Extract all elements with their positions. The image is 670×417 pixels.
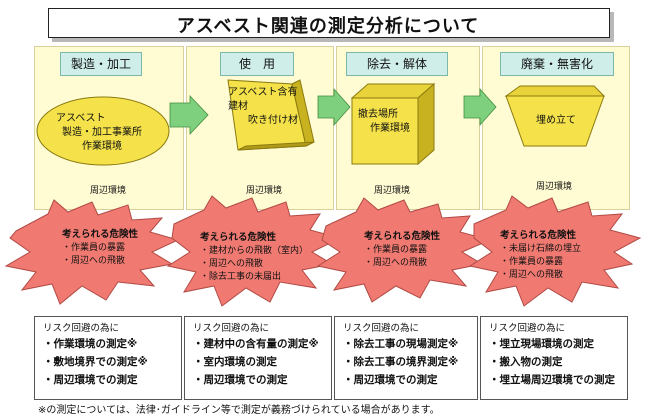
measure-item: ・周辺環境での測定 — [43, 374, 138, 386]
material-label-line: アスベスト含有 — [228, 87, 298, 98]
removal-label-line: 作業環境 — [370, 123, 410, 134]
measure-box-title: リスク回避の為に — [193, 323, 270, 334]
surround-label-2: 周辺環境 — [246, 186, 283, 196]
measure-box-title: リスク回避の為に — [489, 323, 566, 334]
risk-item: ・周辺への飛散 — [200, 259, 264, 269]
factory-label-line: アスベスト — [56, 113, 106, 124]
measure-item: ・埋立場周辺環境での測定 — [489, 374, 615, 386]
risk-text-2: 考えられる危険性 ・建材からの飛散（室内） ・周辺への飛散 ・除去工事の未届出 — [200, 231, 308, 284]
measure-box-1: リスク回避の為に ・作業環境の測定※ ・敷地境界での測定※ ・周辺環境での測定 — [34, 316, 182, 400]
flow-arrow-1 — [169, 94, 209, 136]
factory-label: アスベスト 製造・加工事業所 作業環境 — [56, 112, 156, 154]
risk-burst-2 — [166, 195, 342, 307]
measure-box-title: リスク回避の為に — [43, 323, 120, 334]
stage-header-disposal: 廃棄・無害化 — [500, 52, 614, 76]
risk-title: 考えられる危険性 — [500, 230, 577, 241]
building-material-board — [227, 79, 315, 151]
flow-arrow-3 — [463, 87, 497, 127]
measure-item: ・除去工事の境界測定※ — [343, 356, 459, 368]
risk-item: ・建材からの飛散（室内） — [200, 246, 309, 256]
material-label-line: 吹き付け材 — [248, 115, 298, 126]
factory-ellipse — [36, 96, 170, 166]
measure-item: ・周辺環境での測定 — [343, 374, 438, 386]
measure-item: ・周辺環境での測定 — [193, 374, 288, 386]
risk-item: ・作業員の暴露 — [62, 243, 126, 253]
measure-box-title: リスク回避の為に — [343, 323, 420, 334]
removal-site-cube — [350, 82, 436, 166]
risk-item: ・未届け石綿の埋立 — [500, 244, 582, 254]
stage-header-use: 使 用 — [220, 52, 294, 76]
measure-item: ・作業環境の測定※ — [43, 338, 138, 350]
risk-item: ・周辺への飛散 — [62, 256, 126, 266]
measure-item: ・敷地境界での測定※ — [43, 356, 148, 368]
landfill-trapezoid — [504, 85, 606, 147]
stage-header-removal: 除去・解体 — [346, 52, 448, 76]
risk-text-1: 考えられる危険性 ・作業員の暴露 ・周辺への飛散 — [62, 228, 138, 268]
risk-item: ・周辺への飛散 — [364, 258, 428, 268]
measure-item: ・室内環境の測定 — [193, 356, 277, 368]
factory-label-line: 製造・加工事業所 — [62, 127, 142, 138]
material-label: アスベスト含有 建材 吹き付け材 — [228, 86, 314, 128]
landfill-label: 埋め立て — [536, 115, 576, 126]
stage-header-manufacture: 製造・加工 — [60, 52, 142, 76]
material-label-line: 建材 — [228, 101, 248, 112]
surround-label-1: 周辺環境 — [90, 186, 127, 196]
flow-arrow-2 — [317, 87, 351, 127]
risk-title: 考えられる危険性 — [364, 231, 441, 242]
removal-label: 撤去場所 作業環境 — [358, 108, 428, 136]
measure-item: ・建材中の含有量の測定※ — [193, 338, 319, 350]
surround-label-3: 周辺環境 — [374, 186, 411, 196]
risk-burst-4 — [468, 195, 642, 307]
risk-item: ・作業員の暴露 — [364, 245, 428, 255]
factory-label-line: 作業環境 — [82, 141, 122, 152]
risk-text-3: 考えられる危険性 ・作業員の暴露 ・周辺への飛散 — [364, 230, 440, 270]
measure-box-2: リスク回避の為に ・建材中の含有量の測定※ ・室内環境の測定 ・周辺環境での測定 — [184, 316, 332, 400]
risk-item: ・除去工事の未届出 — [200, 272, 282, 282]
measure-item: ・埋立現場環境の測定 — [489, 338, 594, 350]
measure-item: ・搬入物の測定 — [489, 356, 563, 368]
risk-burst-3 — [316, 197, 492, 303]
surround-label-4: 周辺環境 — [536, 182, 573, 192]
title-box — [48, 8, 610, 38]
risk-burst-1 — [4, 199, 180, 305]
measure-box-4: リスク回避の為に ・埋立現場環境の測定 ・搬入物の測定 ・埋立場周辺環境での測定 — [480, 316, 628, 400]
risk-item: ・周辺への飛散 — [500, 270, 564, 280]
risk-title: 考えられる危険性 — [200, 232, 277, 243]
risk-title: 考えられる危険性 — [62, 229, 139, 240]
risk-item: ・作業員の暴露 — [500, 257, 564, 267]
removal-label-line: 撤去場所 — [358, 109, 398, 120]
measure-item: ・除去工事の現場測定※ — [343, 338, 459, 350]
page-title: アスベスト関連の測定分析について — [176, 16, 480, 37]
measure-box-3: リスク回避の為に ・除去工事の現場測定※ ・除去工事の境界測定※ ・周辺環境での… — [334, 316, 478, 400]
risk-text-4: 考えられる危険性 ・未届け石綿の埋立 ・作業員の暴露 ・周辺への飛散 — [500, 229, 581, 282]
footnote: ※の測定については、法律･ガイドライン等で測定が義務づけられている場合があります… — [38, 405, 440, 416]
